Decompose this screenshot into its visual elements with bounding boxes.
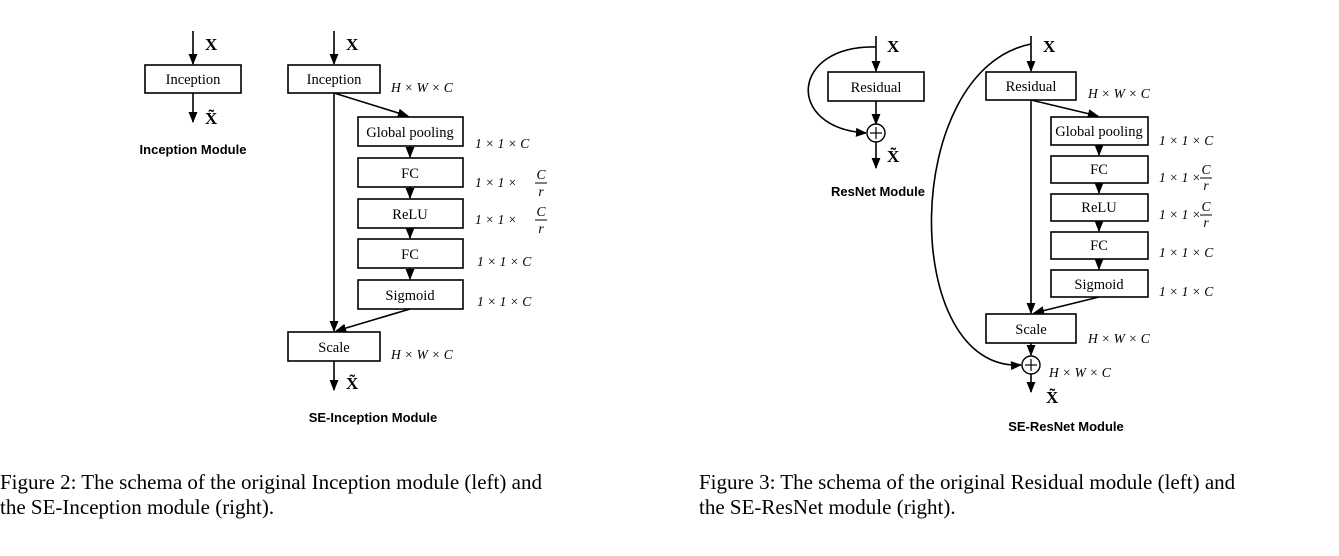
- dim-label-hwc: H × W × C: [390, 347, 454, 362]
- figure-3-caption-line1: Figure 3: The schema of the original Res…: [699, 470, 1236, 494]
- global-pooling-box: [1050, 116, 1149, 146]
- se-resnet-module: X Residual H × W × C Global pooling 1 × …: [930, 36, 1214, 434]
- scale-label: Scale: [318, 340, 349, 356]
- sigmoid-label: Sigmoid: [1074, 277, 1124, 293]
- sigmoid-label: Sigmoid: [385, 288, 435, 304]
- branch-arrow: [1030, 99, 1100, 119]
- inception-module-title: Inception Module: [140, 142, 247, 157]
- relu-box: [357, 198, 464, 229]
- dim-label-11cr: 1 × 1 ×: [1159, 207, 1201, 222]
- branch-arrow: [333, 92, 410, 118]
- dim-label-11cr: 1 × 1 ×: [475, 212, 517, 227]
- frac-numerator: C: [536, 204, 546, 219]
- inception-box-label: Inception: [307, 72, 363, 88]
- inception-module: X Inception X̃ Inception Module: [140, 31, 247, 157]
- se-resnet-module-title: SE-ResNet Module: [1008, 419, 1124, 434]
- frac-numerator: C: [1201, 199, 1211, 214]
- dim-label-hwc: H × W × C: [1087, 331, 1151, 346]
- frac-denominator: r: [538, 221, 544, 236]
- inception-box: [287, 64, 381, 94]
- frac-denominator: r: [1203, 178, 1209, 193]
- output-xhat-label: X̃: [1046, 387, 1059, 407]
- dim-label-hwc: H × W × C: [390, 80, 454, 95]
- residual-box-label: Residual: [1006, 79, 1057, 95]
- inception-box-label: Inception: [166, 72, 222, 88]
- dim-label-11c: 1 × 1 × C: [477, 294, 532, 309]
- fc2-box: [357, 238, 464, 269]
- resnet-module: X Residual X̃ ResNet Module: [807, 36, 925, 199]
- input-x-label: X: [887, 37, 900, 56]
- fc1-label: FC: [1090, 162, 1108, 178]
- skip-connection: [930, 43, 1032, 371]
- fc1-label: FC: [401, 166, 419, 182]
- dim-label-11cr: 1 × 1 ×: [475, 175, 517, 190]
- dim-label-hwc: H × W × C: [1087, 86, 1151, 101]
- excite-arrow: [334, 308, 411, 333]
- output-xhat-label: X̃: [887, 146, 900, 166]
- output-xhat-label: X̃: [205, 108, 218, 128]
- skip-connection: [807, 46, 877, 137]
- fc2-label: FC: [401, 247, 419, 263]
- scale-box: [287, 331, 381, 362]
- fc1-box: [1050, 155, 1149, 184]
- frac-numerator: C: [1201, 162, 1211, 177]
- residual-box-label: Residual: [851, 80, 902, 96]
- sigmoid-box: [357, 279, 464, 310]
- figure-2-caption: Figure 2: The schema of the original Inc…: [0, 470, 542, 520]
- resnet-module-title: ResNet Module: [831, 184, 925, 199]
- se-inception-module-title: SE-Inception Module: [309, 410, 438, 425]
- figure-3-caption-line2: the SE-ResNet module (right).: [699, 495, 956, 519]
- frac-denominator: r: [538, 184, 544, 199]
- scale-label: Scale: [1015, 322, 1046, 338]
- dim-label-11cr: 1 × 1 ×: [1159, 170, 1201, 185]
- frac-numerator: C: [536, 167, 546, 182]
- figure-2-caption-line2: the SE-Inception module (right).: [0, 495, 275, 519]
- input-x-label: X: [1043, 37, 1056, 56]
- dim-label-11c: 1 × 1 × C: [1159, 284, 1214, 299]
- output-xhat-label: X̃: [346, 373, 359, 393]
- inception-box: [144, 64, 242, 94]
- frac-denominator: r: [1203, 215, 1209, 230]
- input-x-label: X: [346, 35, 359, 54]
- se-inception-module: X Inception H × W × C Global pooling 1 ×…: [287, 31, 547, 425]
- fc1-box: [357, 157, 464, 188]
- relu-label: ReLU: [392, 207, 428, 223]
- fc2-label: FC: [1090, 238, 1108, 254]
- global-pooling-label: Global pooling: [1055, 124, 1142, 140]
- excite-arrow: [1032, 296, 1100, 315]
- global-pooling-label: Global pooling: [366, 125, 453, 141]
- relu-label: ReLU: [1081, 200, 1117, 216]
- figure-2-caption-line1: Figure 2: The schema of the original Inc…: [0, 470, 542, 494]
- dim-label-11c: 1 × 1 × C: [477, 254, 532, 269]
- input-x-label: X: [205, 35, 218, 54]
- dim-label-11c: 1 × 1 × C: [475, 136, 530, 151]
- figure-3-caption: Figure 3: The schema of the original Res…: [699, 470, 1235, 520]
- fc2-box: [1050, 231, 1149, 260]
- dim-label-hwc: H × W × C: [1048, 365, 1112, 380]
- dim-label-11c: 1 × 1 × C: [1159, 133, 1214, 148]
- residual-box: [827, 71, 925, 102]
- sigmoid-box: [1050, 269, 1149, 298]
- dim-label-11c: 1 × 1 × C: [1159, 245, 1214, 260]
